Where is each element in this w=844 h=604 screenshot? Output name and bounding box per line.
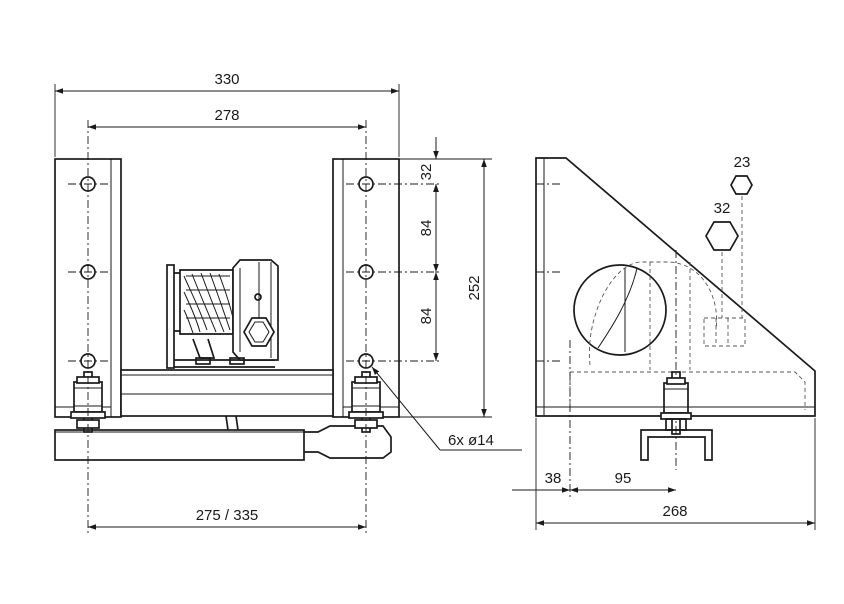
wrench-size-32: 32 bbox=[705, 200, 739, 318]
vertical-dimensions: 32 84 84 252 bbox=[399, 137, 492, 418]
dim-label-38: 38 bbox=[545, 470, 562, 487]
side-view: 23 32 38 95 268 bbox=[512, 154, 816, 530]
dim-depth: 268 bbox=[536, 418, 816, 530]
wrench-label-32: 32 bbox=[714, 200, 731, 217]
dim-label-84-upper: 84 bbox=[418, 220, 435, 237]
dim-label-330: 330 bbox=[214, 71, 239, 88]
dim-label-84-lower: 84 bbox=[418, 308, 435, 325]
hexagon-icon bbox=[705, 221, 739, 251]
front-view: 330 278 275 / 335 6x ø14 bbox=[54, 71, 522, 535]
dim-overall-width: 330 bbox=[54, 71, 400, 157]
dim-label-268: 268 bbox=[662, 503, 687, 520]
holes-callout-label: 6x ø14 bbox=[448, 432, 494, 449]
dim-label-252: 252 bbox=[466, 275, 483, 300]
winch bbox=[166, 259, 279, 369]
dim-base-width: 275 / 335 bbox=[88, 507, 366, 530]
base-rail bbox=[54, 415, 392, 461]
drum-opening bbox=[573, 264, 667, 356]
hexagon-icon bbox=[730, 175, 753, 195]
dim-label-base: 275 / 335 bbox=[196, 507, 259, 524]
gusset-plate bbox=[535, 157, 816, 417]
holes-callout: 6x ø14 bbox=[371, 366, 522, 451]
wrench-label-23: 23 bbox=[734, 154, 751, 171]
cross-beam bbox=[120, 369, 334, 417]
dim-label-95: 95 bbox=[615, 470, 632, 487]
dim-label-278: 278 bbox=[214, 107, 239, 124]
dim-offsets: 38 95 bbox=[512, 418, 676, 530]
u-clamp bbox=[640, 418, 713, 461]
wrench-size-23: 23 bbox=[730, 154, 753, 318]
side-bolt bbox=[660, 371, 692, 435]
dim-hole-spacing: 278 bbox=[88, 107, 366, 130]
dim-label-32: 32 bbox=[418, 164, 435, 181]
